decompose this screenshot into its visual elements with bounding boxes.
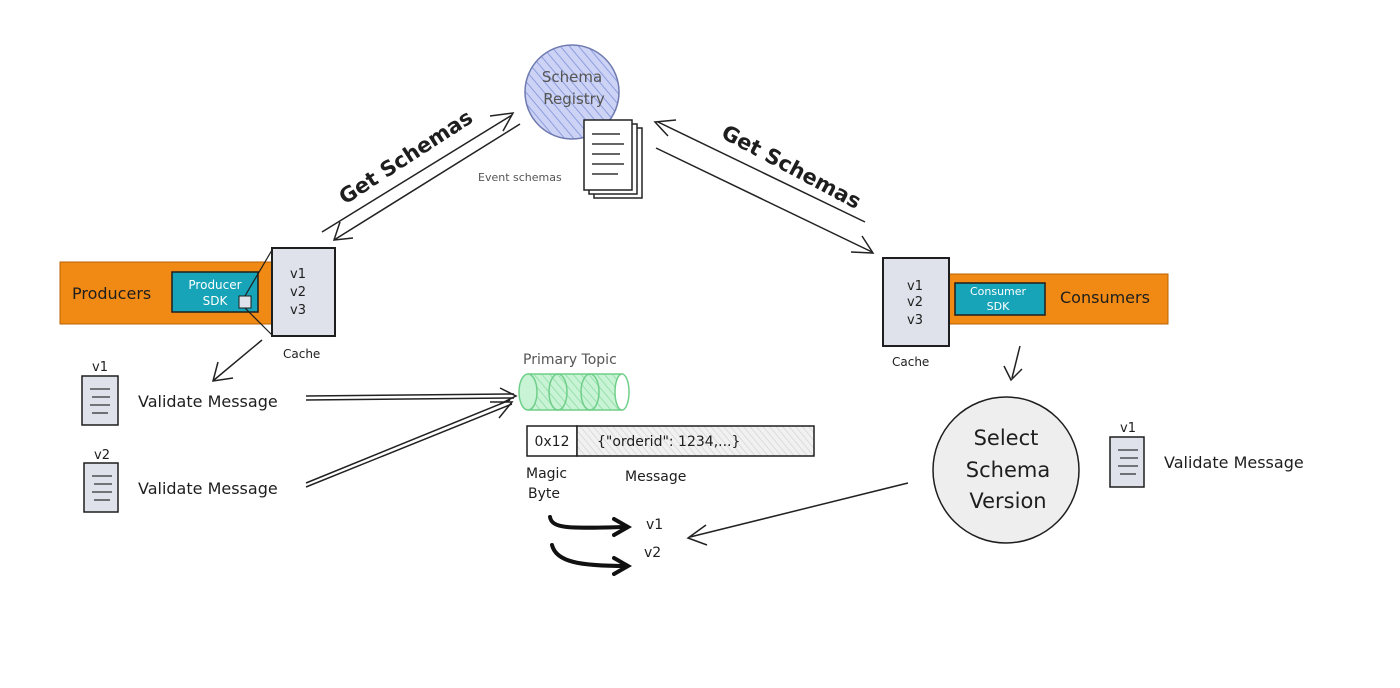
consumer-sdk-line2: SDK xyxy=(987,300,1010,313)
producer-to-validate-arrow xyxy=(211,339,263,382)
producer-sdk-cache-handle xyxy=(238,295,252,309)
producers-block: Producers Producer SDK v1 v2 v3 Cache xyxy=(59,247,336,361)
primary-topic-cylinder xyxy=(518,373,630,411)
validation-right-version: v1 xyxy=(1120,421,1136,436)
consumer-cache-v3: v3 xyxy=(907,313,923,328)
select-schema-version: Select Schema Version xyxy=(932,396,1080,544)
producer-cache-label: Cache xyxy=(283,347,320,361)
validation-right-text: Validate Message xyxy=(1164,453,1304,472)
select-schema-version-circle xyxy=(932,396,1080,544)
producer-cache-v1: v1 xyxy=(290,267,306,282)
message-value: {"orderid": 1234,...} xyxy=(597,434,740,450)
select-line2: Schema xyxy=(966,458,1050,482)
get-schemas-arrow-left xyxy=(321,112,521,241)
version-out-v2: v2 xyxy=(644,545,661,561)
validation-v2-text: Validate Message xyxy=(138,479,278,498)
producer-cache-box xyxy=(271,247,336,337)
validation-v1-text: Validate Message xyxy=(138,392,278,411)
validation-right: v1 Validate Message xyxy=(1109,421,1304,488)
consumer-to-select-arrow xyxy=(1003,345,1023,382)
version-out-v1: v1 xyxy=(646,517,663,533)
validation-v1-doc-icon xyxy=(81,375,119,426)
validation-v1: v1 Validate Message xyxy=(81,360,278,426)
event-schemas-label: Event schemas xyxy=(478,171,562,184)
select-line3: Version xyxy=(969,489,1046,513)
get-schemas-label-left: Get Schemas xyxy=(335,105,477,209)
consumer-sdk-box xyxy=(954,282,1046,316)
producer-sdk-line1: Producer xyxy=(188,278,241,292)
message-cell xyxy=(576,425,815,457)
consumer-sdk-line1: Consumer xyxy=(970,285,1027,298)
consumers-label: Consumers xyxy=(1060,288,1150,307)
schema-registry-label-line1: Schema xyxy=(542,68,602,86)
primary-topic-label: Primary Topic xyxy=(523,352,617,368)
select-line1: Select xyxy=(974,426,1039,450)
get-schemas-label-right: Get Schemas xyxy=(718,120,865,214)
validation-v2: v2 Validate Message xyxy=(83,448,278,513)
magic-byte-cell xyxy=(526,425,578,457)
get-schemas-arrow-right xyxy=(653,119,875,254)
validate-to-topic-arrows xyxy=(305,387,518,488)
schema-registry-label-line2: Registry xyxy=(543,90,605,108)
message-record: 0x12 {"orderid": 1234,...} xyxy=(526,425,815,457)
consumer-cache-v2: v2 xyxy=(907,295,923,310)
consumer-cache-label: Cache xyxy=(892,355,929,369)
producer-cache-v3: v3 xyxy=(290,303,306,318)
document-stack-icon xyxy=(583,119,643,199)
magic-byte-label-line2: Byte xyxy=(528,486,560,502)
schema-registry-circle xyxy=(524,44,620,140)
producer-sdk-line2: SDK xyxy=(203,294,229,308)
validation-v2-doc-icon xyxy=(83,462,119,513)
producers-label: Producers xyxy=(72,284,151,303)
schema-registry: Schema Registry xyxy=(524,44,620,140)
producer-cache-v2: v2 xyxy=(290,285,306,300)
select-to-version-arrow xyxy=(686,482,909,546)
validation-v1-version: v1 xyxy=(92,360,108,375)
validation-v2-version: v2 xyxy=(94,448,110,463)
consumers-block: Consumer SDK Consumers v1 v2 v3 Cache xyxy=(882,257,1169,369)
magic-byte-label-line1: Magic xyxy=(526,466,567,482)
message-label: Message xyxy=(625,469,686,485)
validation-right-doc-icon xyxy=(1109,436,1145,488)
consumer-cache-v1: v1 xyxy=(907,279,923,294)
magic-byte-value: 0x12 xyxy=(534,434,569,450)
version-arrows xyxy=(548,515,633,576)
consumer-cache-box xyxy=(882,257,950,347)
